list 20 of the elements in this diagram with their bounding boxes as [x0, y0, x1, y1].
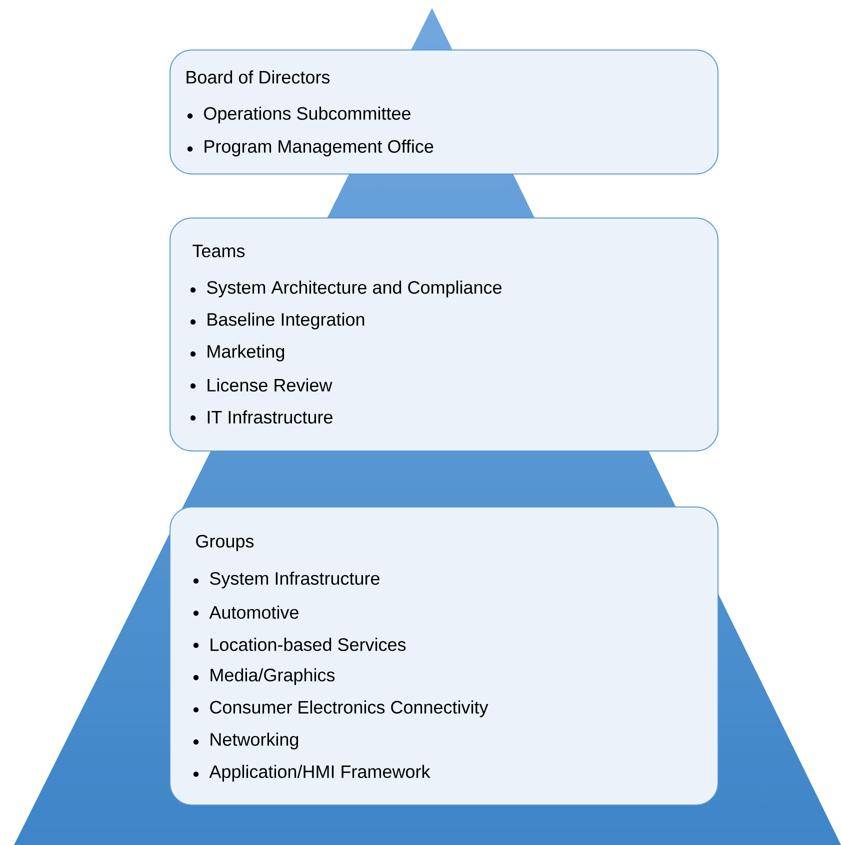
bullet-item: IT Infrastructure — [208, 410, 332, 424]
text-box — [170, 218, 718, 452]
bullet-item: Marketing — [208, 344, 284, 362]
text-box — [170, 506, 718, 806]
text-box — [170, 50, 718, 174]
bullet-item: Networking — [210, 732, 298, 750]
bullet-item: Operations Subcommittee — [204, 106, 410, 124]
box-heading: Groups — [196, 534, 254, 552]
bullet-item: Application/HMI Framework — [209, 764, 430, 782]
bullet-item: Program Management Office — [204, 140, 434, 156]
bullet-item: Automotive — [209, 606, 298, 619]
bullet-item: Media/Graphics — [210, 668, 335, 685]
bullet-item: Location-based Services — [210, 638, 406, 651]
bullet-item: License Review — [208, 378, 332, 392]
bullet-item: Baseline Integration — [208, 312, 364, 330]
bullet-item: Consumer Electronics Connectivity — [210, 700, 488, 718]
box-heading: Board of Directors — [186, 70, 330, 84]
bullet-item: System Architecture and Compliance — [207, 280, 502, 298]
box-heading: Teams — [192, 244, 245, 258]
bullet-item: System Infrastructure — [210, 572, 380, 588]
